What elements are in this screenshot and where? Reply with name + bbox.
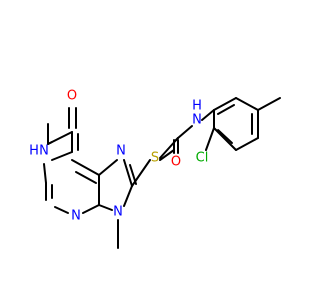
bond [51, 151, 73, 161]
atom-label-sulfur: S [151, 151, 159, 166]
bond [205, 127, 215, 151]
atom-label-nitrogen: N [39, 144, 49, 159]
bond [123, 159, 133, 187]
bond [235, 137, 259, 151]
atom-label-nitrogen: N [192, 113, 202, 128]
bond [98, 159, 118, 176]
bond [213, 127, 237, 151]
bond [213, 97, 237, 111]
atom-label-chlorine: Cl [196, 151, 209, 166]
bond [177, 125, 193, 139]
atom-label-hydrogen: H [29, 144, 39, 159]
atom-label-nitrogen: N [113, 205, 123, 220]
bond [159, 149, 175, 161]
atom-label-hydrogen: H [192, 99, 202, 114]
atom-label-nitrogen: N [116, 144, 126, 159]
bond [257, 97, 281, 111]
bond [235, 97, 259, 111]
bond [217, 104, 235, 115]
atom-label-oxygen: O [171, 155, 181, 170]
bond [98, 204, 113, 211]
bond [43, 163, 47, 184]
bond [217, 129, 233, 144]
bond [131, 159, 151, 187]
bond [201, 109, 215, 121]
bond [75, 171, 97, 184]
bond [123, 185, 133, 207]
atom-label-oxygen: O [67, 89, 77, 104]
bond [71, 159, 100, 176]
bonds [43, 97, 281, 249]
bond [47, 141, 53, 145]
bond [54, 206, 69, 214]
bond [82, 204, 100, 214]
molecule-structure: O H N N N N S O N H Cl [29, 89, 281, 249]
atom-label-nitrogen: N [71, 209, 81, 224]
atom-labels: O H N N N N S O N H Cl [29, 89, 208, 224]
